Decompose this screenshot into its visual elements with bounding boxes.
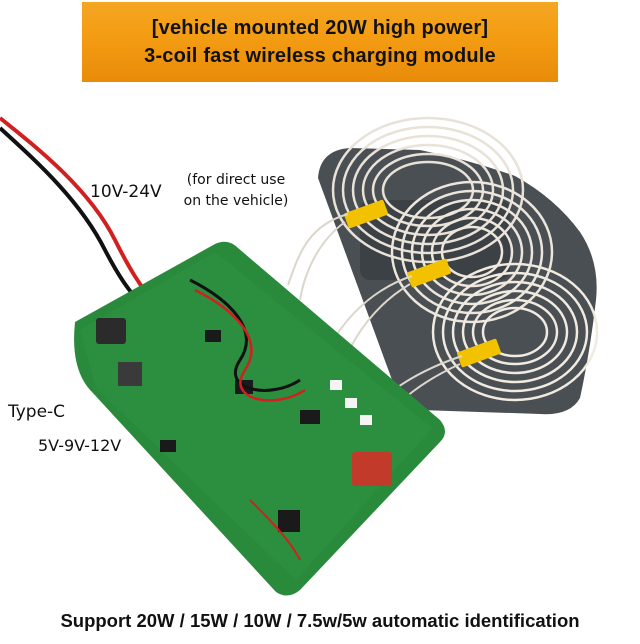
vehicle-note-line2: on the vehicle) (183, 193, 289, 209)
inductor (118, 362, 142, 386)
vehicle-note-line1: (for direct use (186, 172, 286, 188)
banner-title-line2: 3-coil fast wireless charging module (144, 45, 496, 67)
input-voltage-label: 10V-24V (90, 182, 162, 202)
coil-tapes (344, 199, 501, 368)
vehicle-use-note: (for direct use on the vehicle) (180, 170, 292, 212)
fuse-component (352, 452, 392, 486)
pcb-board (74, 241, 446, 596)
coil-bottom (431, 262, 599, 402)
port-voltage-label: 5V-9V-12V (38, 436, 122, 455)
footer-caption: Support 20W / 15W / 10W / 7.5w/5w automa… (60, 610, 580, 631)
power-lead-wires (0, 116, 152, 307)
banner-title-line1: [vehicle mounted 20W high power] (151, 17, 489, 39)
usb-c-port (96, 318, 126, 344)
port-name-label: Type-C (8, 402, 66, 422)
chip (278, 510, 300, 532)
title-banner: [vehicle mounted 20W high power] 3-coil … (82, 2, 558, 82)
